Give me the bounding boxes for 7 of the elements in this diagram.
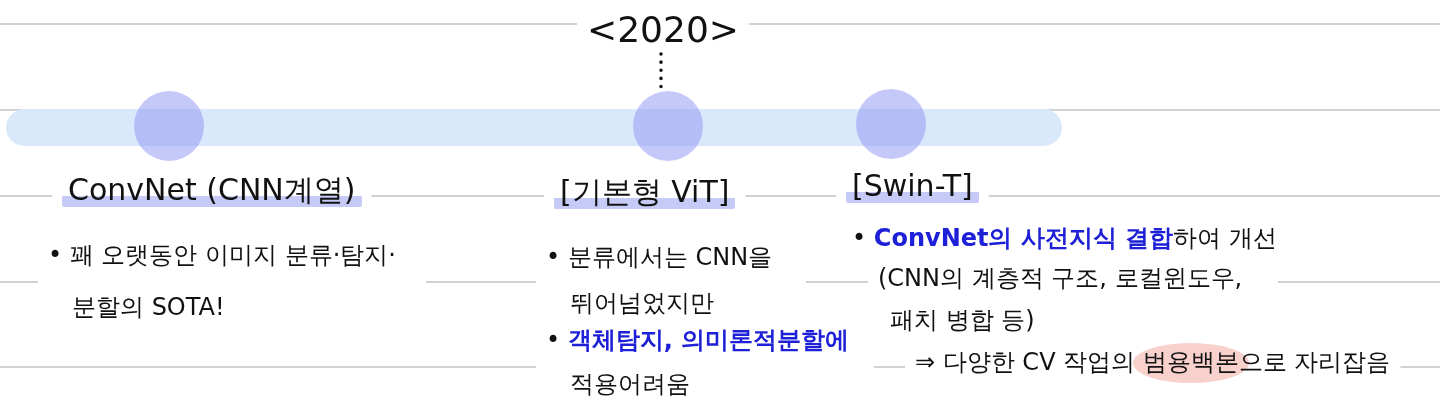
arrow-note: ⇒ 다양한 CV 작업의 범용백본으로 자리잡음 — [915, 341, 1391, 383]
bullet-point: • 객체탐지, 의미론적분할에 적용어려움 — [546, 325, 851, 400]
bullet-point: • ConvNet의 사전지식 결합하여 개선 — [852, 223, 1277, 254]
year-label: <2020> — [587, 8, 739, 52]
note-text: (CNN의 계층적 구조, 로컬윈도우, 패치 병합 등) — [878, 263, 1244, 336]
bullet-point: • 분류에서는 CNN을 뛰어넘었지만 — [546, 242, 774, 319]
bullet-point: • 꽤 오랫동안 이미지 분류·탐지·분할의 SOTA! — [48, 240, 397, 323]
